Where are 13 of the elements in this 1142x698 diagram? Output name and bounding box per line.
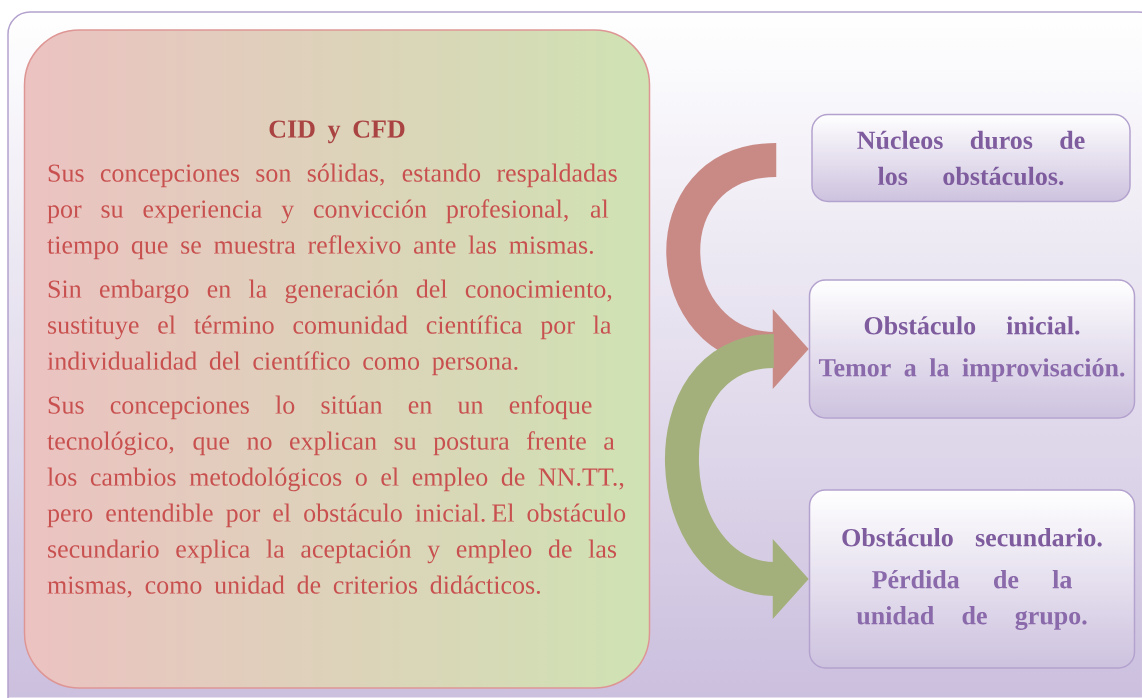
heading: Obstáculo inicial. xyxy=(864,316,1080,335)
description: Temor a la improvisación. xyxy=(818,358,1125,382)
heading: Obstáculo secundario. xyxy=(842,528,1102,547)
paragraph: Sin embargo en la generación del conocimiento, sustituye el término comunidad científica por la individualidad del científico como persona. xyxy=(47,279,612,376)
paragraph: Sus concepciones son sólidas, estando respaldadas por su experiencia y convicción profesional, al tiempo que se muestra reflexivo ante las mismas. xyxy=(47,163,617,260)
heading: CID y CFD xyxy=(269,120,405,144)
description: Pérdida de la unidad de grupo. xyxy=(856,570,1087,630)
label-box xyxy=(811,113,1131,203)
text-panel xyxy=(23,29,651,689)
heading: Núcleos duros de los obstáculos. xyxy=(857,130,1085,186)
label-box xyxy=(808,489,1136,669)
paragraph: Sus concepciones lo sitúan en un enfoque tecnológico, que no explican su postura frente a los cambios metodológicos o el empleo de NN.TT., pero entendible por el obstáculo inicial. El obstáculo secundario explica la aceptación y empleo de las mismas, como unidad de criterios didácticos. xyxy=(47,395,626,598)
label-box xyxy=(808,279,1136,419)
